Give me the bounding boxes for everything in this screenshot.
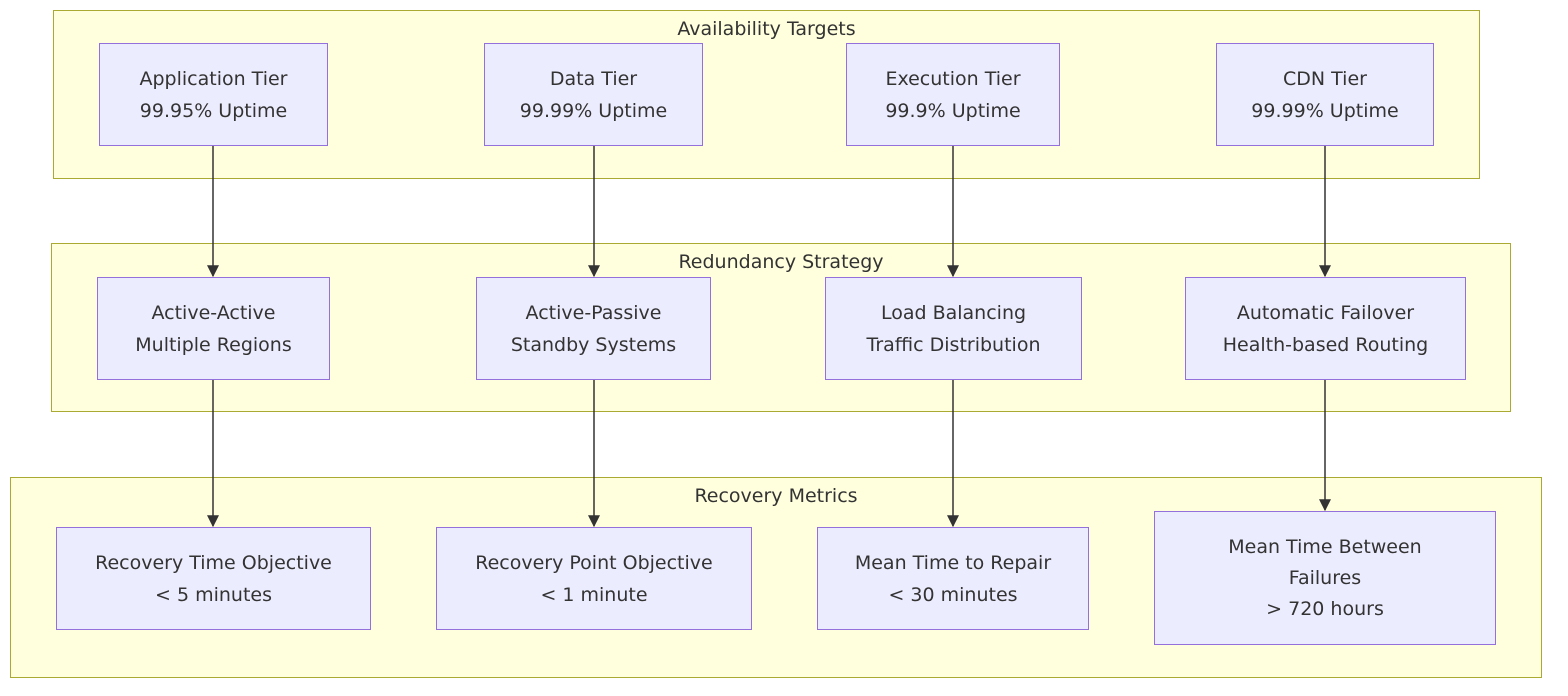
node-label-title: Active-Active (151, 301, 276, 324)
node-label-title: Automatic Failover (1236, 301, 1415, 324)
node-recovery-time-objective[interactable]: Recovery Time Objective < 5 minutes (56, 527, 371, 630)
node-label-title: Load Balancing (880, 301, 1027, 324)
node-label-title: CDN Tier (1283, 67, 1367, 90)
node-label-value: Multiple Regions (135, 333, 292, 356)
cluster-title: Redundancy Strategy (678, 251, 884, 273)
node-label-title: Application Tier (139, 67, 288, 90)
node-label-title: Mean Time Between (1228, 535, 1422, 558)
node-label-title-cont: Failures (1288, 566, 1362, 589)
node-label-title: Execution Tier (885, 67, 1021, 90)
cluster-title: Recovery Metrics (694, 485, 858, 507)
node-label-value: 99.99% Uptime (519, 99, 668, 122)
node-mean-time-between-failures[interactable]: Mean Time Between Failures > 720 hours (1154, 511, 1496, 645)
node-recovery-point-objective[interactable]: Recovery Point Objective < 1 minute (436, 527, 752, 630)
cluster-title: Availability Targets (677, 18, 856, 40)
node-execution-tier[interactable]: Execution Tier 99.9% Uptime (846, 43, 1060, 146)
node-automatic-failover[interactable]: Automatic Failover Health-based Routing (1185, 277, 1466, 380)
node-mean-time-to-repair[interactable]: Mean Time to Repair < 30 minutes (817, 527, 1089, 630)
node-load-balancing[interactable]: Load Balancing Traffic Distribution (825, 277, 1082, 380)
node-label-title: Recovery Point Objective (475, 551, 713, 574)
node-label-value: 99.9% Uptime (885, 99, 1021, 122)
node-label-value: > 720 hours (1266, 597, 1384, 620)
node-label-title: Active-Passive (525, 301, 662, 324)
node-active-active[interactable]: Active-Active Multiple Regions (97, 277, 330, 380)
node-data-tier[interactable]: Data Tier 99.99% Uptime (484, 43, 703, 146)
node-label-value: 99.95% Uptime (139, 99, 288, 122)
node-label-title: Data Tier (549, 67, 638, 90)
node-application-tier[interactable]: Application Tier 99.95% Uptime (99, 43, 328, 146)
node-label-value: < 5 minutes (155, 583, 272, 606)
node-label-value: < 30 minutes (888, 583, 1018, 606)
node-label-value: Traffic Distribution (866, 333, 1041, 356)
node-label-value: < 1 minute (540, 583, 648, 606)
node-active-passive[interactable]: Active-Passive Standby Systems (476, 277, 711, 380)
node-label-value: Health-based Routing (1222, 333, 1429, 356)
node-label-title: Mean Time to Repair (854, 551, 1052, 574)
node-cdn-tier[interactable]: CDN Tier 99.99% Uptime (1216, 43, 1434, 146)
node-label-value: Standby Systems (510, 333, 677, 356)
node-label-value: 99.99% Uptime (1251, 99, 1399, 122)
node-label-title: Recovery Time Objective (95, 551, 332, 574)
